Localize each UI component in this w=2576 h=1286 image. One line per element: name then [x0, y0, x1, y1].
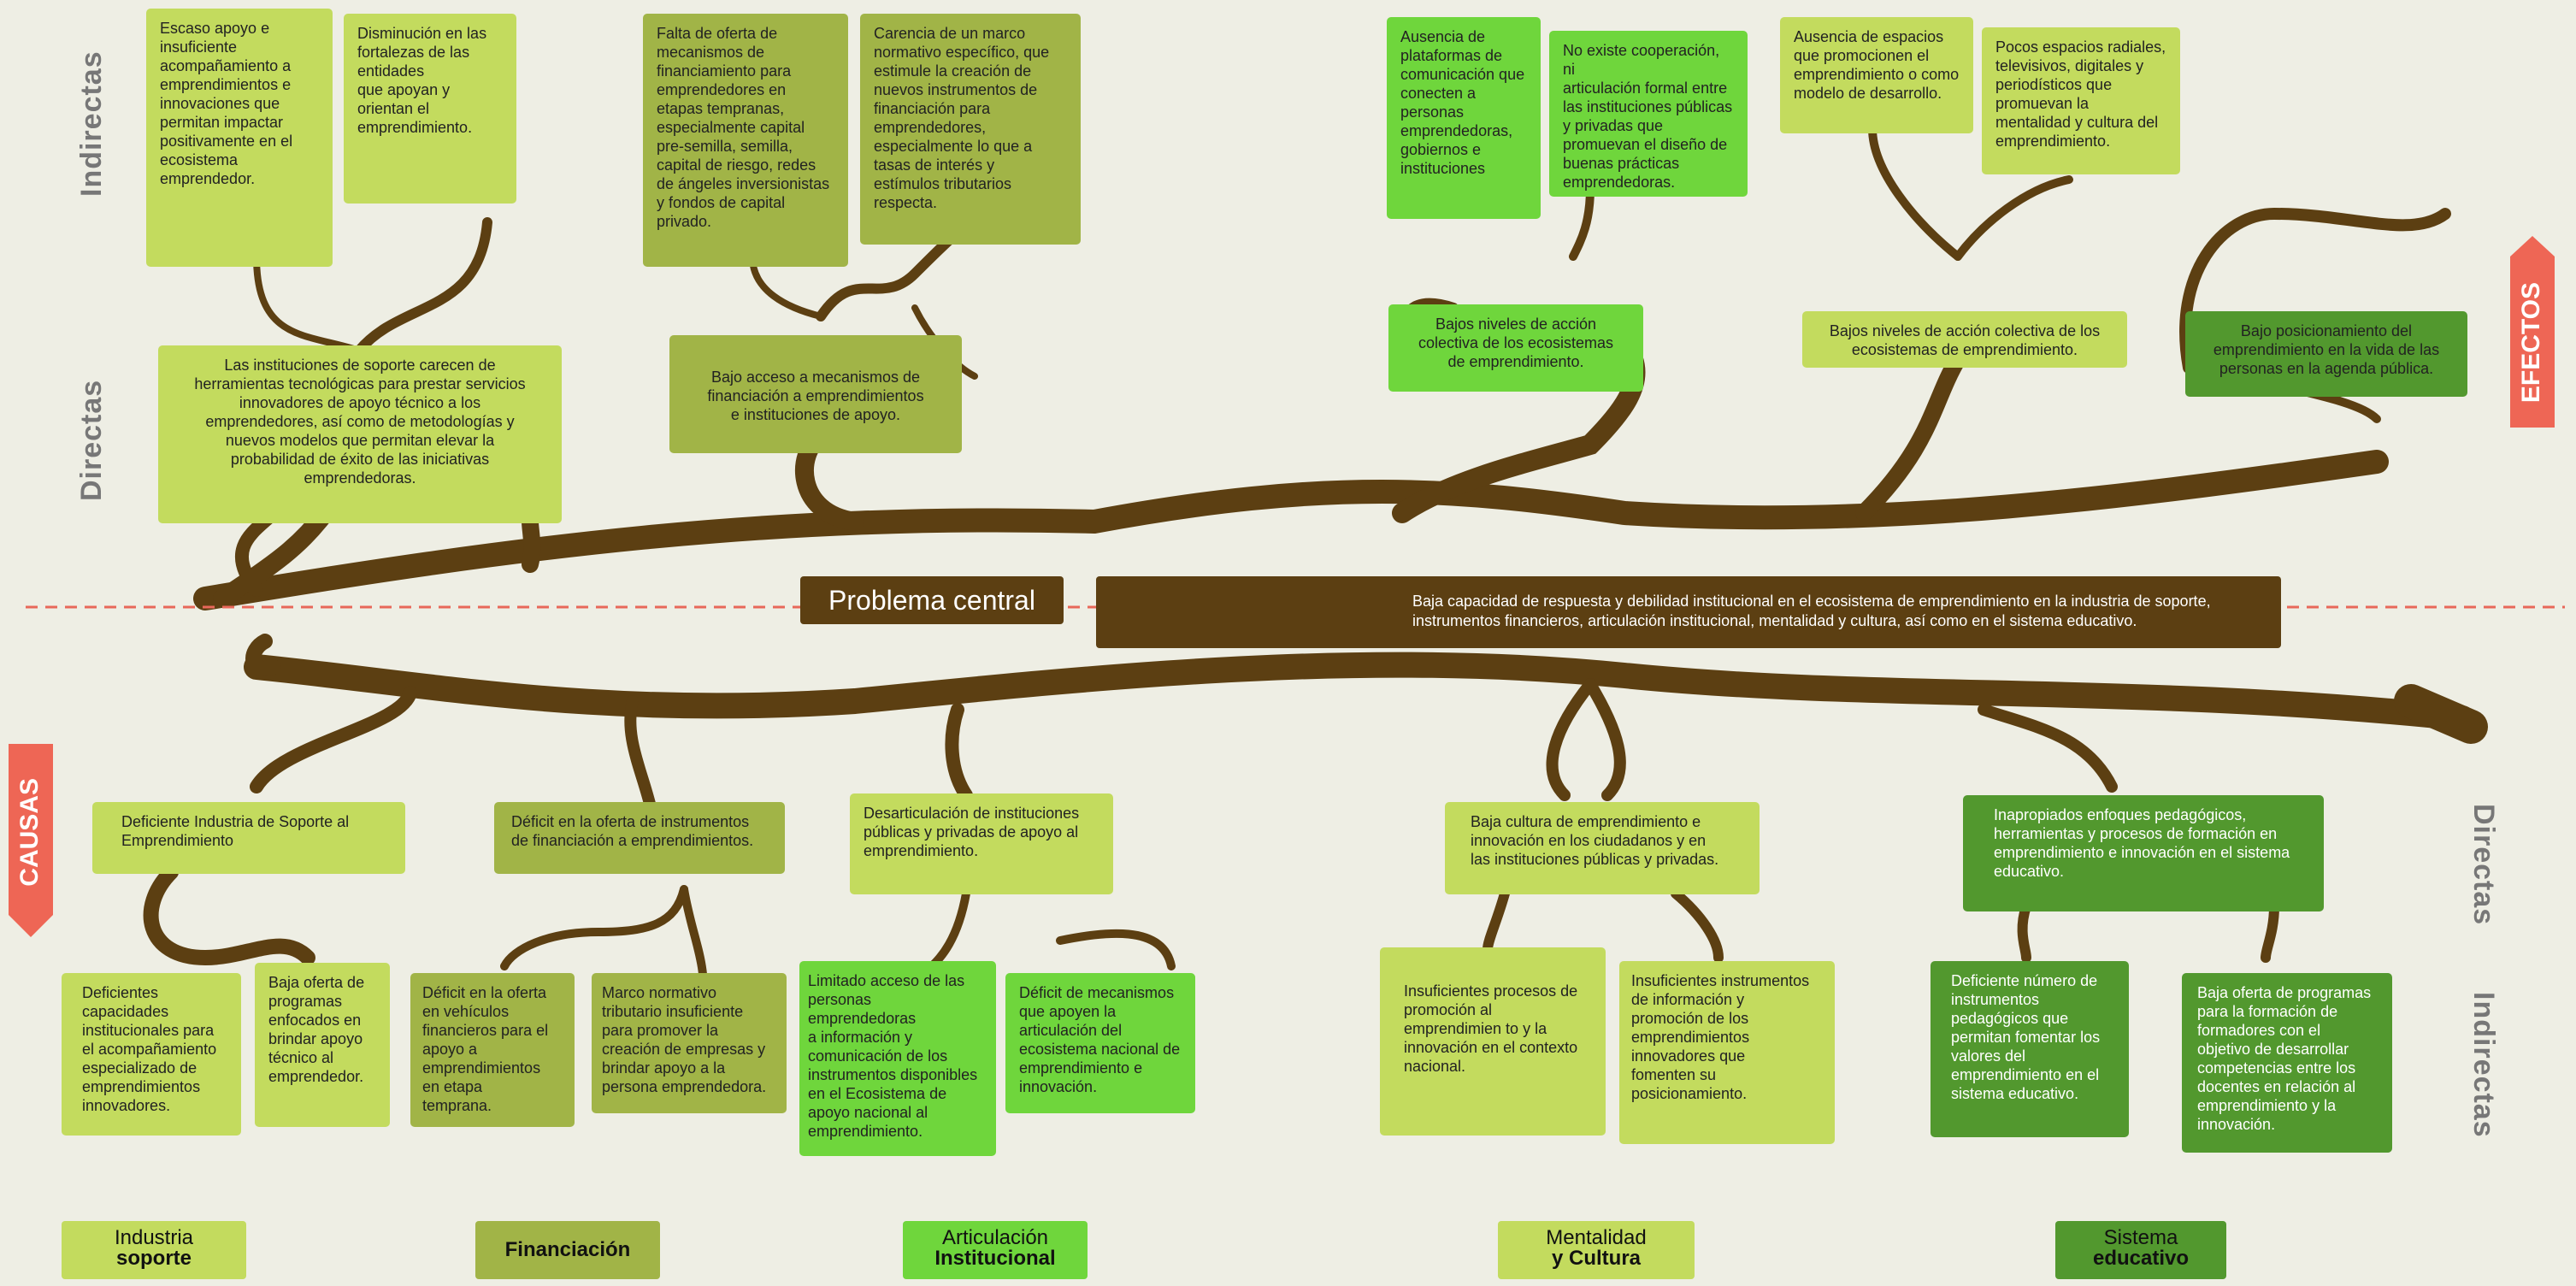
upper-trunk-left-curl	[213, 504, 334, 608]
legend-line2: soporte	[115, 1247, 192, 1270]
legend-sistema-educativo: Sistema educativo	[2055, 1221, 2226, 1279]
label-indirectas-effects: Indirectas	[75, 50, 108, 197]
root-4-down-b	[1671, 888, 1724, 963]
causas-label: CAUSAS	[15, 778, 44, 887]
legend-line2: Financiación	[504, 1238, 631, 1261]
branch-to-colectiva-2	[1855, 351, 1966, 522]
effect-indirect-box: No existe cooperación, ni articulación f…	[1549, 31, 1748, 197]
label-directas-causes: Directas	[2467, 804, 2500, 926]
legend-line1: Mentalidad	[1546, 1226, 1647, 1249]
legend-line2: y Cultura	[1551, 1247, 1641, 1270]
effect-indirect-box: Pocos espacios radiales, televisivos, di…	[1982, 27, 2180, 174]
cause-indirect-box: Deficientes capacidades institucionales …	[62, 973, 241, 1136]
problem-central-label: Problema central	[800, 576, 1064, 624]
effect-indirect-box: Disminución en las fortalezas de las ent…	[344, 14, 516, 204]
root-4b	[1584, 678, 1626, 801]
effect-direct-box: Bajos niveles de acción colectiva de los…	[1802, 311, 2127, 368]
effect-indirect-box: Escaso apoyo e insuficiente acompañamien…	[146, 9, 333, 267]
branch-up-1b	[253, 253, 363, 354]
cause-direct-box: Deficiente Industria de Soporte al Empre…	[92, 802, 405, 874]
effect-indirect-box: Falta de oferta de mecanismos de financi…	[643, 14, 848, 267]
branch-up-1	[354, 217, 492, 356]
root-2	[624, 695, 656, 810]
legend-line2: educativo	[2092, 1247, 2190, 1270]
legend-articulacion-institucional: Articulación Institucional	[903, 1221, 1088, 1279]
efectos-label: EFECTOS	[2517, 282, 2545, 404]
effect-direct-box: Las instituciones de soporte carecen de …	[158, 345, 562, 523]
legend-line1: Sistema	[2103, 1226, 2178, 1249]
legend-financiacion: Financiación	[475, 1221, 660, 1279]
cause-indirect-box: Insuficientes instrumentos de informació…	[1619, 961, 1835, 1144]
cause-direct-box: Desarticulación de instituciones pública…	[850, 793, 1113, 894]
cause-indirect-box: Marco normativo tributario insuficiente …	[592, 973, 787, 1113]
effect-indirect-box: Carencia de un marco normativo específic…	[860, 14, 1081, 245]
effect-direct-box: Bajos niveles de acción colectiva de los…	[1388, 304, 1643, 392]
lower-trunk-tip	[2394, 684, 2488, 744]
cause-indirect-box: Deficiente número de instrumentos pedagó…	[1931, 961, 2129, 1137]
effect-indirect-box: Ausencia de espacios que promocionen el …	[1780, 17, 1973, 133]
branch-to-posicionamiento	[2179, 207, 2451, 374]
root-3	[945, 703, 973, 802]
effect-indirect-box: Ausencia de plataformas de comunicación …	[1387, 17, 1541, 219]
cause-indirect-box: Insuficientes procesos de promoción al e…	[1380, 947, 1606, 1136]
cause-indirect-box: Baja oferta de programas enfocados en br…	[255, 963, 390, 1127]
cause-indirect-box: Déficit de mecanismos que apoyen la arti…	[1005, 973, 1195, 1113]
cause-direct-box: Inapropiados enfoques pedagógicos, herra…	[1963, 795, 2324, 911]
branch-to-directa-1	[522, 513, 541, 573]
legend-line1: Articulación	[941, 1226, 1049, 1249]
root-5-down	[2017, 901, 2031, 963]
root-4-down	[1483, 888, 1510, 954]
problem-central-text: Baja capacidad de respuesta y debilidad …	[1096, 576, 2281, 648]
causas-banner	[9, 744, 53, 937]
branch-up-4b	[1954, 175, 2073, 261]
lower-trunk-left-curl	[245, 634, 281, 676]
root-4	[1546, 678, 1596, 801]
effect-direct-box: Bajo posicionamiento del emprendimiento …	[2185, 311, 2467, 397]
cause-indirect-box: Déficit en la oferta en vehículos financ…	[410, 973, 575, 1127]
legend-line2: Institucional	[934, 1247, 1056, 1270]
root-1	[250, 686, 417, 793]
root-3-down-b	[1056, 929, 1176, 970]
branch-up-3	[1569, 184, 1595, 261]
root-5-down-b	[2261, 901, 2279, 963]
effect-direct-box: Bajo acceso a mecanismos de financiación…	[669, 335, 962, 453]
root-5	[1978, 704, 2118, 793]
cause-direct-box: Déficit en la oferta de instrumentos de …	[494, 802, 785, 874]
branch-up-4	[1868, 124, 1962, 261]
cause-direct-box: Baja cultura de emprendimiento e innovac…	[1445, 802, 1760, 894]
label-indirectas-causes: Indirectas	[2467, 992, 2500, 1138]
label-directas-effects: Directas	[75, 379, 108, 501]
legend-industria-soporte: Industria soporte	[62, 1221, 246, 1279]
upper-trunk	[193, 450, 2389, 611]
cause-indirect-box: Limitado acceso de las personas emprende…	[799, 961, 996, 1156]
cause-indirect-box: Baja oferta de programas para la formaci…	[2182, 973, 2392, 1153]
root-1-down	[143, 864, 315, 966]
legend-line1: Industria	[114, 1226, 194, 1249]
legend-mentalidad-cultura: Mentalidad y Cultura	[1498, 1221, 1695, 1279]
root-3-down	[928, 889, 970, 970]
efectos-banner	[2510, 236, 2555, 428]
lower-trunk	[244, 652, 2475, 731]
root-2-down	[500, 885, 688, 970]
branch-up-2b	[749, 253, 824, 320]
